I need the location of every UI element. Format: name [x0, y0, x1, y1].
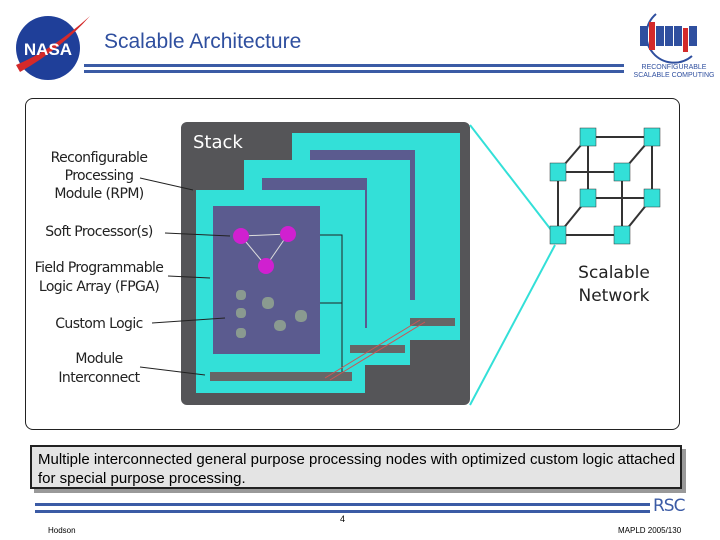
svg-text:Network: Network: [579, 286, 650, 306]
footer-conference: MAPLD 2005/130: [618, 526, 682, 535]
network-nodes: [549, 127, 661, 245]
svg-text:NASA: NASA: [24, 40, 72, 59]
footer-brand: RSC: [653, 496, 686, 516]
svg-text:Scalable: Scalable: [578, 263, 650, 283]
fpga: [213, 206, 320, 354]
nasa-logo: NASA: [16, 16, 90, 80]
svg-text:Stack: Stack: [193, 132, 243, 153]
caption-box: Multiple interconnected general purpose …: [30, 445, 682, 489]
custom-logic-gates: [236, 290, 307, 338]
footer-author: Hodson: [48, 526, 76, 535]
svg-text:Interconnect: Interconnect: [58, 370, 140, 386]
svg-text:Logic Array (FPGA): Logic Array (FPGA): [39, 279, 159, 295]
rsc-logo-text: RECONFIGURABLE SCALABLE COMPUTING: [633, 64, 715, 79]
svg-text:Field Programmable: Field Programmable: [35, 260, 164, 276]
slide-title: Scalable Architecture: [104, 30, 302, 53]
network-links: [557, 136, 653, 236]
svg-text:Processing: Processing: [65, 168, 134, 184]
svg-text:Custom Logic: Custom Logic: [55, 316, 142, 332]
svg-text:Module (RPM): Module (RPM): [54, 186, 143, 202]
svg-text:Soft Processor(s): Soft Processor(s): [45, 224, 153, 240]
svg-text:Module: Module: [75, 351, 122, 367]
soft-processors: [233, 226, 296, 274]
page-number: 4: [340, 514, 346, 524]
svg-text:Reconfigurable: Reconfigurable: [51, 150, 148, 166]
rsc-logo: [640, 13, 697, 64]
architecture-diagram: Stack Reconfigurable Processing Module (…: [35, 122, 661, 406]
